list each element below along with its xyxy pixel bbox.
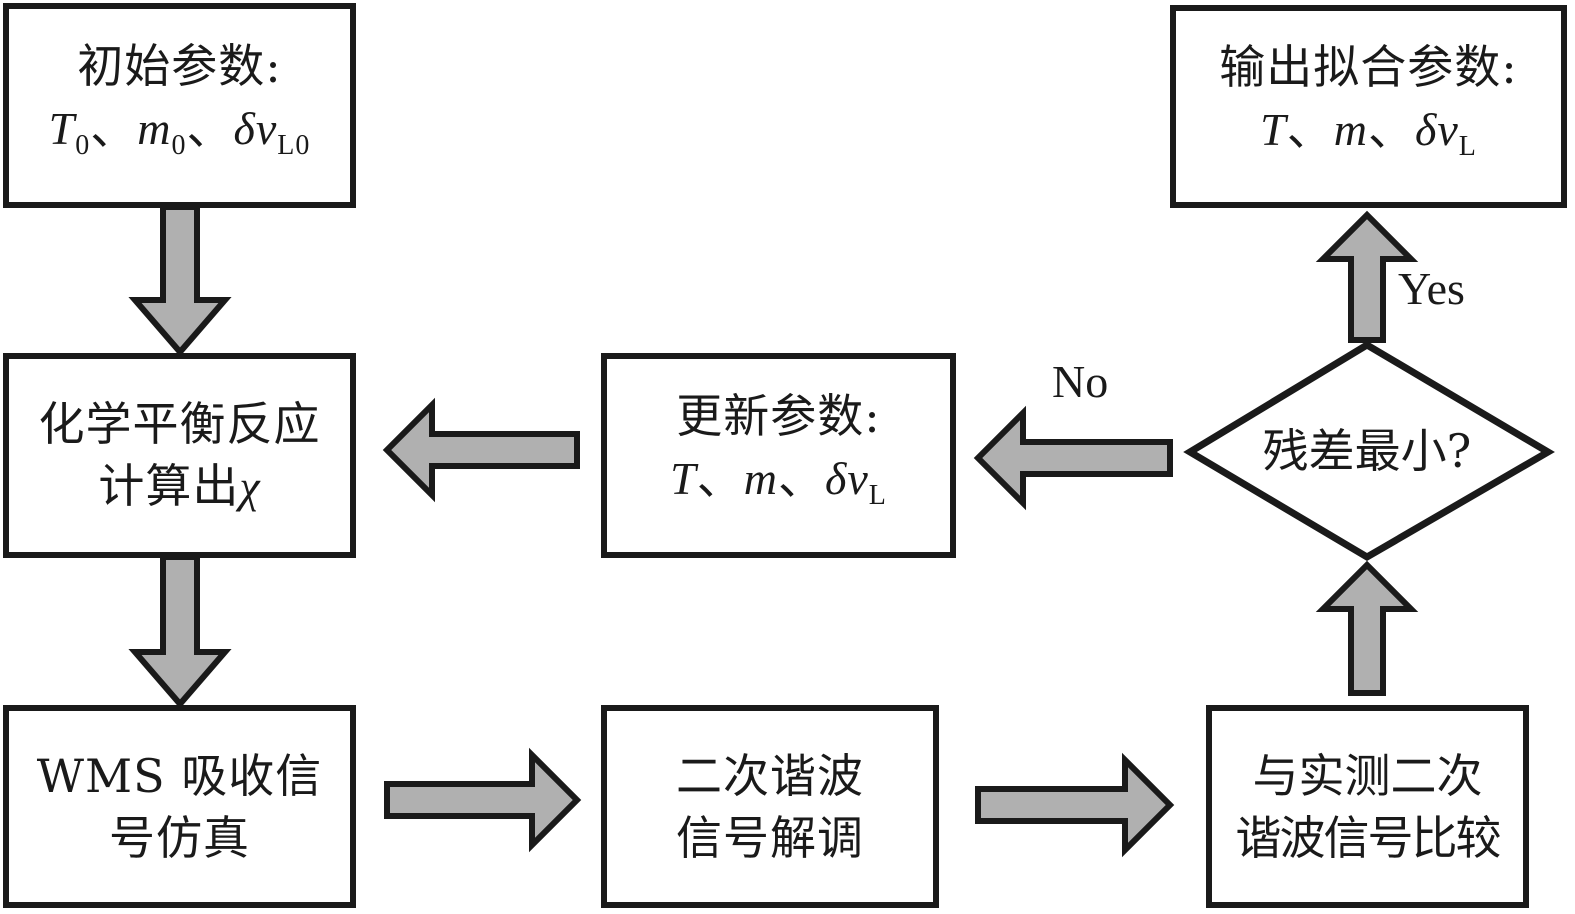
chem-equilibrium-text: 计算出: [98, 459, 240, 513]
update-params-title: 更新参数:: [676, 388, 881, 443]
initial-params-vars: T0、m0、δvL0: [49, 97, 311, 177]
separator: 、: [1367, 101, 1415, 156]
chem-equilibrium-line2: 计算出χ: [98, 455, 260, 518]
var-T0: T0: [48, 102, 91, 161]
arrow-no-to-update: [973, 405, 1173, 511]
arrow-update-to-chem: [382, 397, 580, 503]
decision-diamond-shape: [1183, 340, 1555, 562]
output-params-box: 输出拟合参数: T、m、δvL: [1170, 5, 1567, 208]
update-params-vars: T、m、δvL: [670, 447, 887, 527]
wms-sim-line2: 号仿真: [109, 810, 250, 865]
var-dvL: δvL: [824, 452, 887, 511]
edge-label-no: No: [1052, 356, 1109, 407]
output-params-title: 输出拟合参数:: [1219, 39, 1518, 94]
arrow-wms-to-demod: [384, 747, 582, 853]
second-harmonic-demod-line2: 信号解调: [676, 810, 864, 865]
wms-sim-line1: WMS 吸收信: [36, 748, 323, 803]
var-m: m: [743, 452, 778, 504]
initial-params-box: 初始参数: T0、m0、δvL0: [3, 3, 356, 208]
output-params-vars: T、m、δvL: [1260, 98, 1477, 178]
chem-equilibrium-box: 化学平衡反应 计算出χ: [3, 353, 356, 558]
initial-params-title: 初始参数:: [77, 38, 282, 93]
compare-measured-line1: 与实测二次: [1252, 748, 1483, 803]
var-chi: χ: [239, 461, 261, 512]
arrow-chem-to-wms: [128, 554, 232, 709]
separator: 、: [186, 100, 234, 155]
compare-measured-box: 与实测二次 谐波信号比较: [1206, 705, 1529, 908]
var-T: T: [670, 452, 697, 504]
arrow-demod-to-compare: [975, 752, 1175, 858]
separator: 、: [1286, 101, 1334, 156]
separator: 、: [696, 450, 744, 505]
arrow-yes-to-output: [1315, 210, 1419, 343]
second-harmonic-demod-box: 二次谐波 信号解调: [601, 705, 939, 908]
edge-label-yes: Yes: [1398, 263, 1465, 314]
separator: 、: [777, 450, 825, 505]
var-dvL0: δvL0: [233, 102, 311, 161]
separator: 、: [90, 100, 138, 155]
arrow-initial-to-chem: [128, 204, 232, 357]
var-dvL: δvL: [1414, 103, 1477, 162]
decision-residual-min-label: 残差最小?: [1262, 424, 1472, 478]
compare-measured-line2: 谐波信号比较: [1235, 810, 1502, 865]
var-T: T: [1260, 103, 1287, 155]
update-params-box: 更新参数: T、m、δvL: [601, 353, 956, 558]
wms-sim-box: WMS 吸收信 号仿真: [3, 705, 356, 908]
chem-equilibrium-line1: 化学平衡反应: [38, 397, 321, 451]
second-harmonic-demod-line1: 二次谐波: [676, 748, 864, 803]
var-m0: m0: [137, 102, 187, 161]
var-m: m: [1333, 103, 1368, 155]
arrow-compare-to-decision: [1315, 560, 1419, 696]
